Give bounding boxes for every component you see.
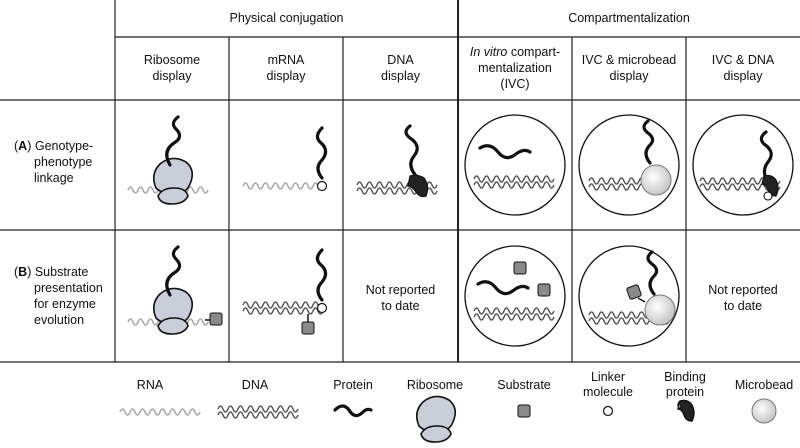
- ribosome-display-substrate: [127, 245, 223, 335]
- mrna-display-linkage: [242, 126, 328, 192]
- not-reported-dna-display: Not reported to date: [365, 283, 436, 313]
- row-letter-b: B: [18, 265, 28, 279]
- col-header-ribosome: Ribosome display: [143, 53, 201, 83]
- ribosome-display-linkage: [127, 115, 209, 205]
- col-header-ivc: In vitro compart- mentalization (IVC): [458, 44, 572, 92]
- legend-label-ribosome: Ribosome: [406, 378, 464, 392]
- legend-binding-protein-icon: [677, 399, 695, 422]
- mrna-display-substrate: [242, 248, 328, 335]
- row-label-b-line1: Substrate: [34, 265, 89, 279]
- legend-label-rna: RNA: [136, 378, 164, 392]
- group-header-compartment: Compartmentalization: [568, 11, 690, 25]
- legend-protein-icon: [333, 404, 373, 418]
- table-grid: [0, 0, 800, 363]
- legend-label-linker: Linker molecule: [582, 370, 634, 399]
- col-header-ivc-microbead: IVC & microbead display: [581, 53, 677, 83]
- row-label-b-rest: presentation for enzyme evolution: [34, 281, 103, 327]
- ivc-microbead-substrate: [578, 245, 680, 347]
- legend-substrate-icon: [517, 404, 531, 418]
- col-header-mrna: mRNA display: [266, 53, 306, 83]
- row-label-a-rest: phenotype linkage: [34, 155, 93, 185]
- legend-label-binding-protein: Binding protein: [664, 370, 706, 399]
- legend-linker-icon: [602, 405, 614, 417]
- col-header-dna: DNA display: [381, 53, 420, 83]
- ivc-dna-linkage: [692, 114, 794, 216]
- dna-display-linkage: [356, 124, 438, 198]
- ivc-substrate: [464, 245, 566, 347]
- row-label-a: (A) Genotype- phenotype linkage: [14, 138, 114, 186]
- group-header-physical: Physical conjugation: [229, 11, 344, 25]
- row-label-b: (B) Substrate presentation for enzyme ev…: [14, 264, 114, 328]
- legend-label-protein: Protein: [333, 378, 373, 392]
- ivc-microbead-linkage: [578, 114, 680, 216]
- legend-label-substrate: Substrate: [497, 378, 551, 392]
- legend-dna-icon: [217, 405, 299, 419]
- not-reported-ivc-dna: Not reported to date: [708, 283, 778, 313]
- legend-rna-icon: [119, 408, 201, 416]
- row-letter-a: A: [18, 139, 28, 153]
- legend-label-dna: DNA: [241, 378, 269, 392]
- legend-label-microbead: Microbead: [734, 378, 794, 392]
- ivc-linkage: [464, 114, 566, 216]
- legend-graphics: [119, 395, 777, 443]
- legend-microbead-icon: [751, 398, 777, 424]
- row-label-a-line1: Genotype-: [34, 139, 94, 153]
- col-header-ivc-dna: IVC & DNA display: [711, 53, 775, 83]
- col-header-ivc-italic: In vitro: [469, 45, 508, 59]
- col-header-ivc-rest: compart- mentalization (IVC): [478, 45, 561, 91]
- legend-ribosome-icon: [415, 395, 457, 443]
